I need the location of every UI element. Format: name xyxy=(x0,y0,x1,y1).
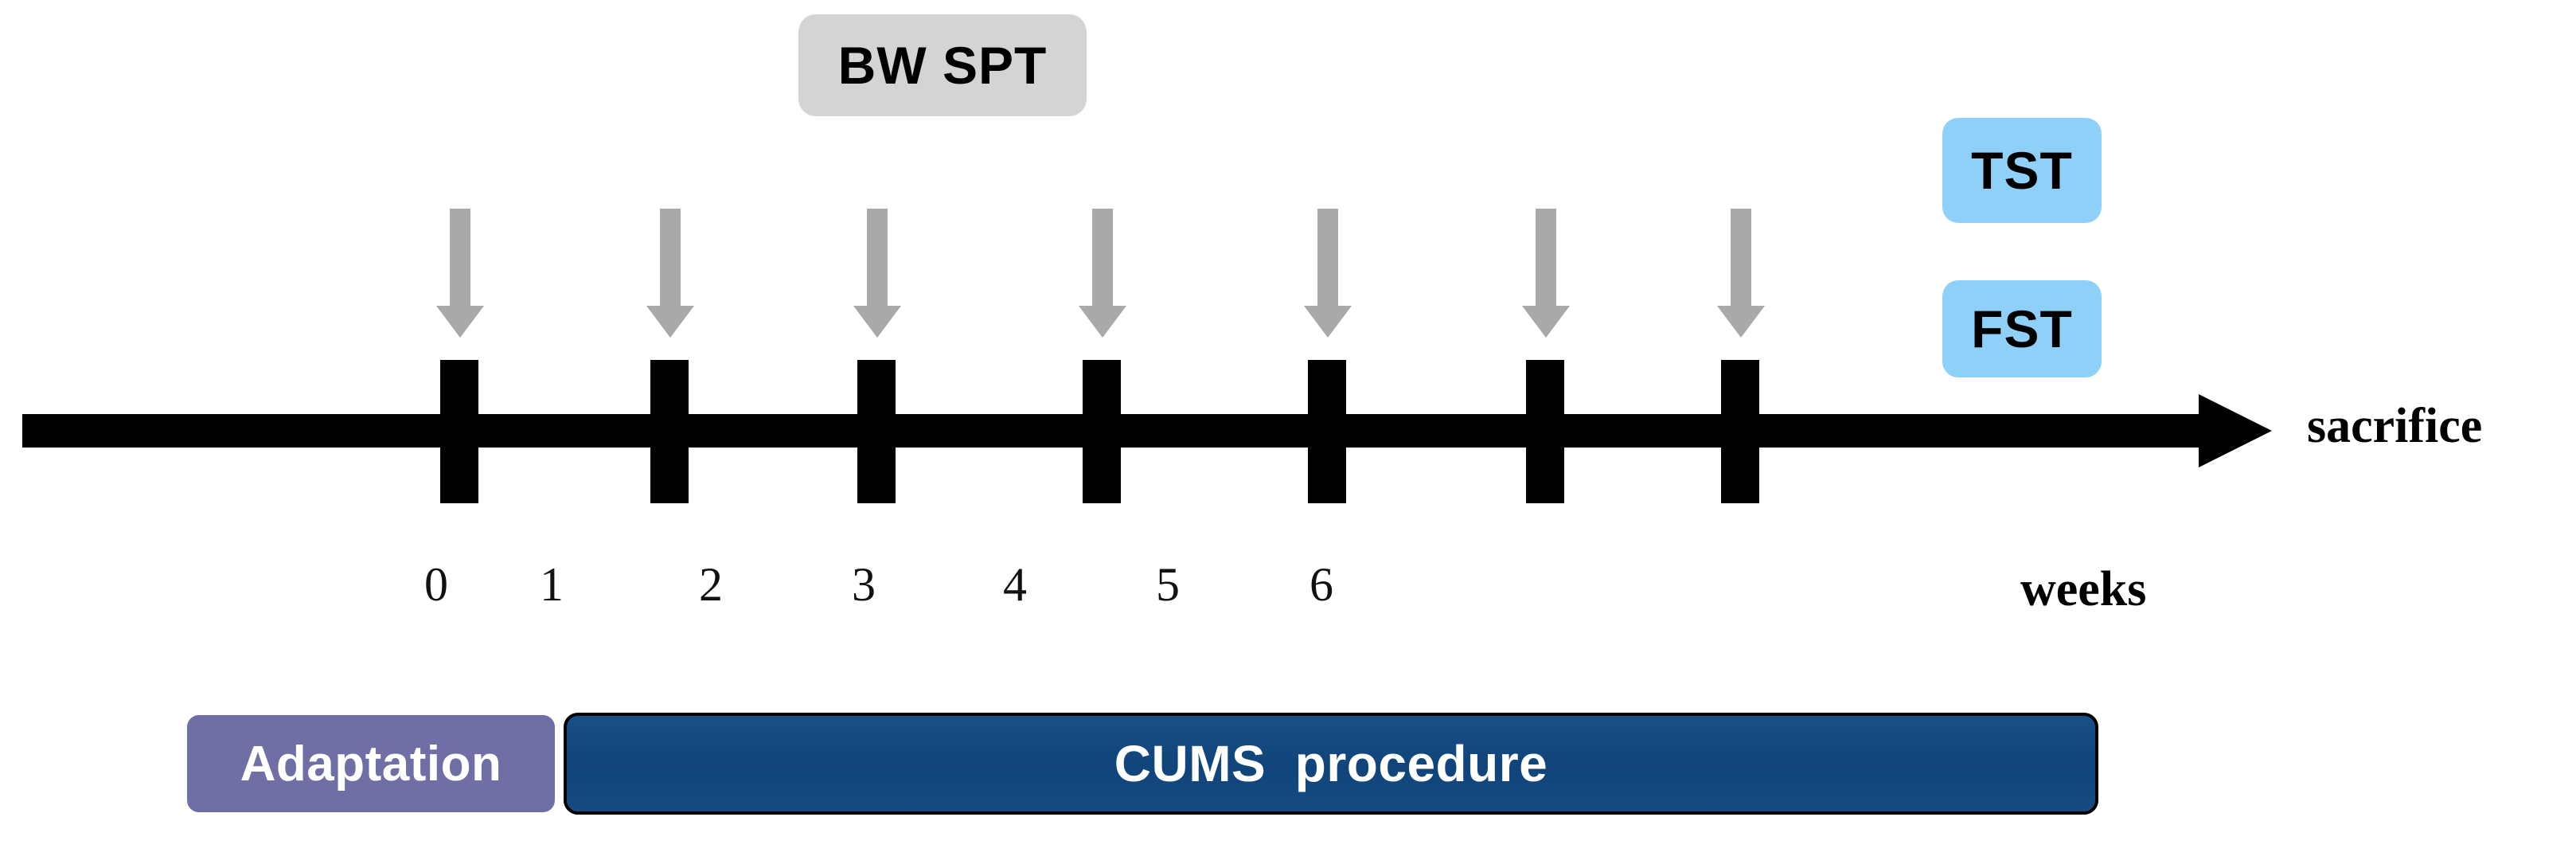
timeline-arrowhead xyxy=(2199,394,2272,467)
fst-chip: FST xyxy=(1942,280,2102,377)
week-label-2: 2 xyxy=(699,558,723,611)
dose-arrow-head xyxy=(436,306,484,338)
dose-arrow-shaft xyxy=(867,209,888,306)
axis-tick-2 xyxy=(857,360,896,503)
axis-tick-3 xyxy=(1083,360,1121,503)
axis-tick-5 xyxy=(1526,360,1564,503)
axis-tick-0 xyxy=(440,360,478,503)
dose-arrow-head xyxy=(646,306,694,338)
week-label-0: 0 xyxy=(424,558,448,611)
dose-arrow-shaft xyxy=(660,209,681,306)
weeks-unit-label: weeks xyxy=(2020,562,2147,616)
dose-arrow-head xyxy=(1717,306,1765,338)
tst-chip: TST xyxy=(1942,118,2102,223)
dose-arrow-5 xyxy=(1304,209,1352,338)
dose-arrow-shaft xyxy=(450,209,470,306)
dose-arrow-4 xyxy=(1079,209,1126,338)
week-label-6: 6 xyxy=(1309,558,1333,611)
dose-arrow-2 xyxy=(646,209,694,338)
dose-arrow-head xyxy=(853,306,901,338)
fst-label: FST xyxy=(1971,299,2073,358)
week-label-5: 5 xyxy=(1156,558,1180,611)
dose-arrow-shaft xyxy=(1731,209,1751,306)
dose-arrow-7 xyxy=(1717,209,1765,338)
phase-bar-adaptation: Adaptation xyxy=(185,713,557,815)
dose-arrow-6 xyxy=(1522,209,1570,338)
dose-arrow-shaft xyxy=(1317,209,1338,306)
week-label-3: 3 xyxy=(852,558,876,611)
tst-label: TST xyxy=(1971,141,2073,200)
dose-arrow-head xyxy=(1079,306,1126,338)
dose-arrow-head xyxy=(1304,306,1352,338)
bw-spt-label: BW SPT xyxy=(837,36,1048,95)
adaptation-label: Adaptation xyxy=(240,736,502,792)
dose-arrow-3 xyxy=(853,209,901,338)
axis-tick-1 xyxy=(650,360,689,503)
axis-tick-4 xyxy=(1308,360,1346,503)
dose-arrow-head xyxy=(1522,306,1570,338)
sacrifice-label: sacrifice xyxy=(2307,399,2483,453)
dose-arrow-shaft xyxy=(1092,209,1113,306)
week-label-1: 1 xyxy=(540,558,564,611)
dose-arrow-1 xyxy=(436,209,484,338)
week-label-4: 4 xyxy=(1003,558,1027,611)
cums-label: CUMS procedure xyxy=(1114,735,1548,792)
dose-arrow-shaft xyxy=(1536,209,1556,306)
bw-spt-chip: BW SPT xyxy=(798,14,1087,116)
axis-tick-6 xyxy=(1721,360,1759,503)
phase-bar-cums: CUMS procedure xyxy=(564,713,2098,815)
